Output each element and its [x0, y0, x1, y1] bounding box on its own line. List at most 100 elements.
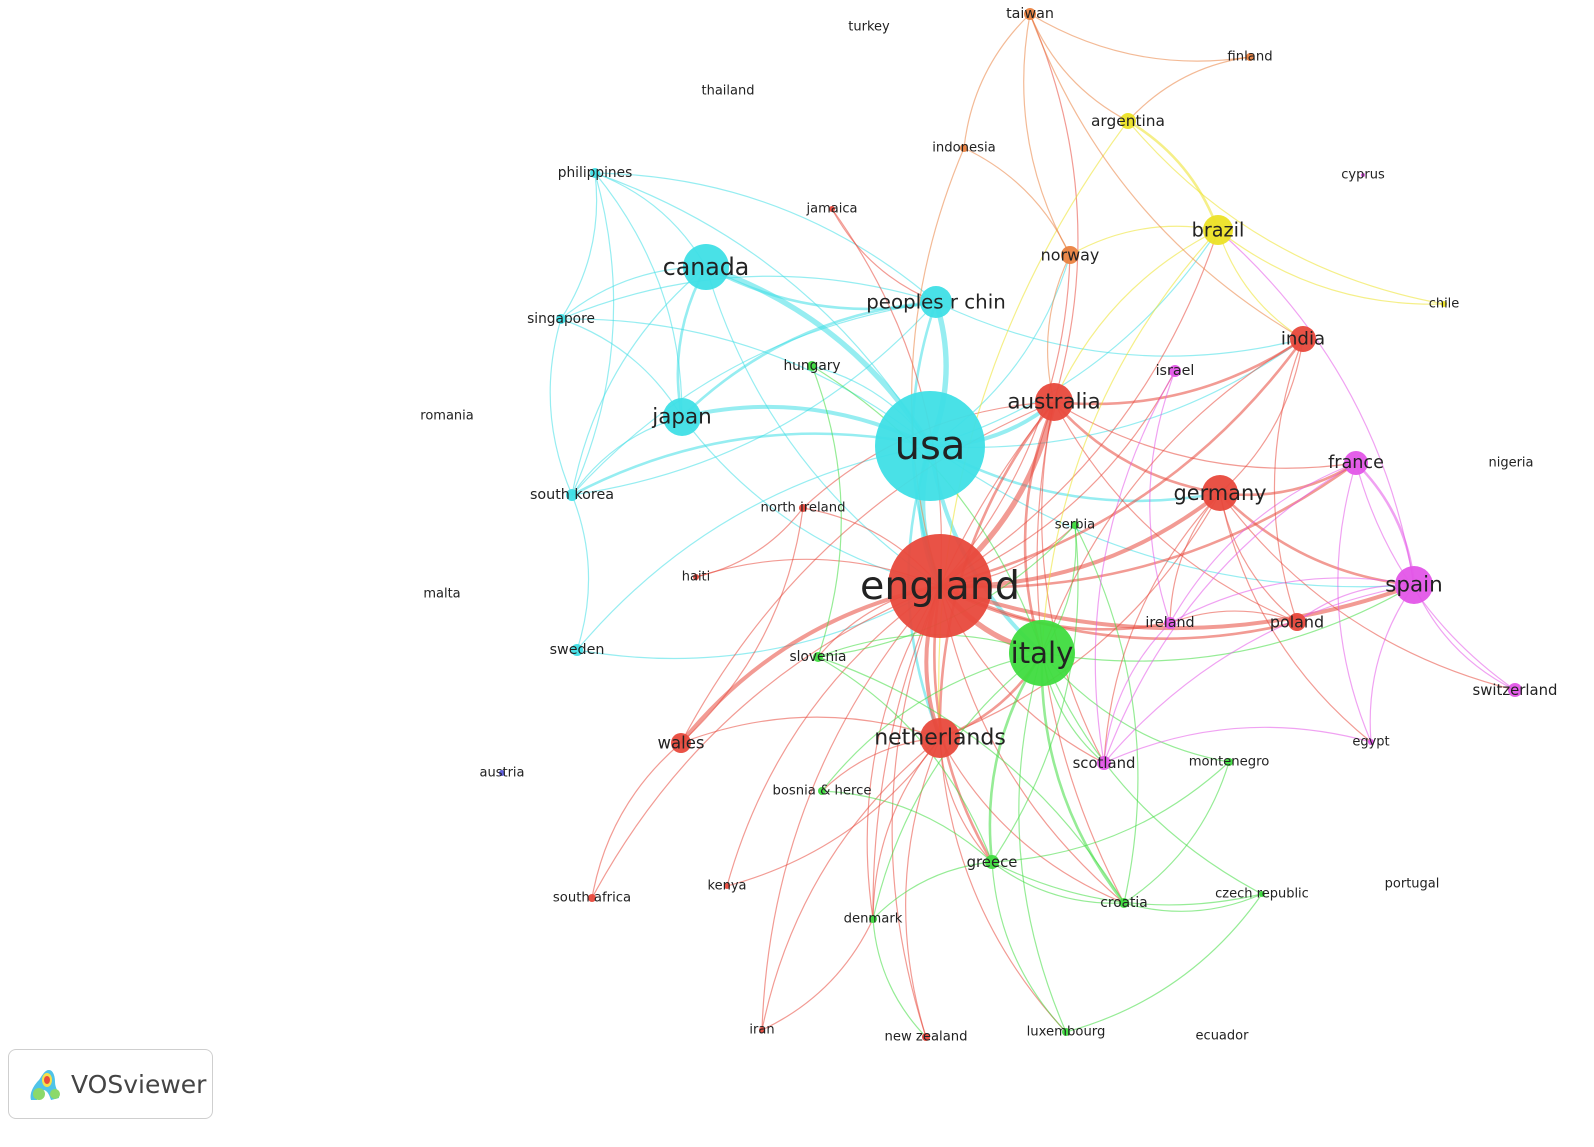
label-england: england [860, 563, 1020, 609]
link-england--new-zealand [891, 585, 941, 1038]
link-spain--switzerland [1413, 584, 1516, 691]
node-peoples-r-chin[interactable] [920, 286, 952, 318]
node-iran[interactable] [759, 1027, 765, 1033]
link-kenya--netherlands [726, 737, 941, 887]
label-japan: japan [651, 405, 711, 430]
node-czech-republic[interactable] [1259, 891, 1265, 897]
label-brazil: brazil [1192, 219, 1245, 242]
node-italy[interactable] [1009, 620, 1075, 686]
node-france[interactable] [1344, 451, 1368, 475]
link-australia--germany [1053, 401, 1221, 495]
link-croatia--czech-republic [1123, 893, 1263, 912]
link-england--india [939, 338, 1305, 588]
link-italy--spain [1041, 584, 1415, 662]
node-denmark[interactable] [869, 915, 877, 923]
node-england[interactable] [888, 534, 992, 638]
link-australia--denmark [872, 401, 1055, 920]
node-norway[interactable] [1061, 246, 1079, 264]
node-greece[interactable] [985, 855, 999, 869]
link-wales--north-ireland [680, 507, 804, 744]
link-peoples-r-chin--philippines [594, 172, 937, 303]
node-indonesia[interactable] [960, 144, 968, 152]
label-jamaica: jamaica [806, 202, 858, 217]
label-taiwan: taiwan [1006, 6, 1054, 22]
link-croatia--serbia [1074, 524, 1139, 904]
node-switzerland[interactable] [1508, 683, 1522, 697]
node-chile[interactable] [1441, 301, 1447, 307]
node-croatia[interactable] [1119, 898, 1129, 908]
node-haiti[interactable] [693, 574, 699, 580]
node-south-korea[interactable] [566, 489, 578, 501]
link-spain--scotland [1103, 584, 1415, 764]
node-germany[interactable] [1202, 475, 1238, 511]
node-hungary[interactable] [807, 361, 817, 371]
link-greece--luxembourg [991, 861, 1067, 1033]
link-brazil--chile [1217, 229, 1445, 305]
vosviewer-brand-label: VOSviewer [71, 1069, 207, 1099]
node-netherlands[interactable] [920, 718, 960, 758]
node-south-africa[interactable] [588, 894, 596, 902]
label-indonesia: indonesia [932, 141, 996, 156]
node-wales[interactable] [671, 733, 691, 753]
node-bosnia-herce[interactable] [818, 787, 826, 795]
link-croatia--slovenia [817, 656, 1125, 904]
node-australia[interactable] [1035, 383, 1073, 421]
link-england--brazil [939, 229, 1219, 587]
node-slovenia[interactable] [813, 652, 823, 662]
link-egypt--scotland [1103, 726, 1372, 764]
node-usa[interactable] [875, 391, 985, 501]
link-greece--denmark [872, 861, 993, 920]
label-netherlands: netherlands [874, 726, 1006, 751]
node-cyprus[interactable] [1361, 173, 1365, 177]
node-poland[interactable] [1288, 613, 1306, 631]
label-chile: chile [1429, 297, 1460, 312]
node-kenya[interactable] [724, 883, 730, 889]
node-argentina[interactable] [1120, 113, 1136, 129]
label-poland: poland [1270, 613, 1324, 632]
label-haiti: haiti [682, 570, 711, 585]
node-sweden[interactable] [571, 644, 583, 656]
link-iran--denmark [761, 918, 874, 1031]
link-germany--poland [1219, 492, 1298, 623]
link-slovenia--hungary [811, 365, 842, 658]
node-serbia[interactable] [1071, 521, 1079, 529]
node-montenegro[interactable] [1225, 758, 1233, 766]
link-australia--france [1053, 401, 1357, 469]
node-singapore[interactable] [556, 314, 566, 324]
node-japan[interactable] [663, 398, 701, 436]
node-north-ireland[interactable] [799, 504, 807, 512]
link-netherlands--new-zealand [905, 737, 941, 1038]
node-austria[interactable] [499, 770, 505, 776]
link-australia--italy [1023, 401, 1056, 654]
node-scotland[interactable] [1097, 756, 1111, 770]
node-jamaica[interactable] [829, 206, 835, 212]
label-wales: wales [658, 734, 705, 753]
link-singapore--philippines [560, 172, 598, 320]
node-luxembourg[interactable] [1062, 1028, 1070, 1036]
node-israel[interactable] [1169, 365, 1181, 377]
node-canada[interactable] [683, 244, 729, 290]
node-spain[interactable] [1395, 566, 1433, 604]
node-ireland[interactable] [1164, 617, 1176, 629]
link-australia--poland [1053, 401, 1298, 623]
link-canada--england [705, 266, 941, 587]
node-taiwan[interactable] [1024, 8, 1036, 20]
link-luxembourg--czech-republic [1065, 893, 1263, 1033]
label-croatia: croatia [1100, 895, 1147, 911]
node-india[interactable] [1290, 326, 1316, 352]
link-japan--singapore [560, 318, 683, 418]
link-usa--india [929, 338, 1304, 448]
link-italy--luxembourg [1018, 652, 1067, 1033]
link-germany--switzerland [1219, 492, 1516, 691]
link-taiwan--india [1029, 13, 1304, 340]
link-australia--wales [680, 401, 1055, 744]
link-indonesia--england [911, 147, 965, 587]
link-netherlands--croatia [939, 737, 1125, 904]
link-usa--sweden [576, 445, 931, 651]
node-egypt[interactable] [1368, 739, 1374, 745]
node-philippines[interactable] [590, 168, 600, 178]
node-new-zealand[interactable] [922, 1033, 930, 1041]
node-brazil[interactable] [1203, 215, 1233, 245]
link-netherlands--iran [761, 737, 941, 1031]
node-finland[interactable] [1246, 53, 1254, 61]
